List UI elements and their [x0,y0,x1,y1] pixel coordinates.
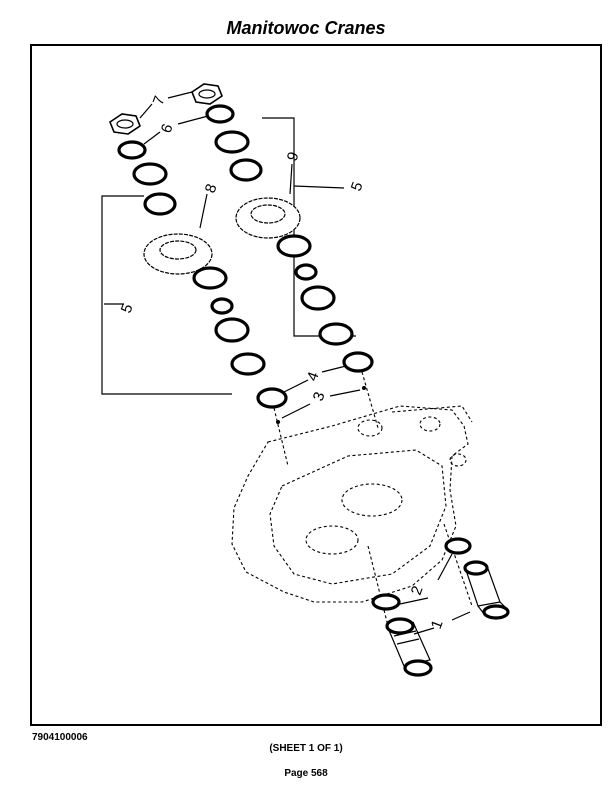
callout-8: 8 [202,182,221,196]
center-line [367,545,389,627]
housing-boss [419,416,441,432]
callout-3: 3 [310,390,329,404]
nut-bore [116,119,134,129]
bearing-cone [230,352,266,376]
spacer-ring [192,266,228,290]
callout-5-left: 5 [118,302,137,316]
leader-line [139,103,153,119]
bearing-cup [300,285,336,311]
leader-line [451,611,471,621]
o-ring-left [371,593,401,611]
washer-right [205,104,235,124]
gear-hub [250,204,286,224]
leader-line [293,185,345,189]
seal-right [342,351,374,373]
leader-line [143,131,161,145]
leader-line [199,193,208,229]
o-ring-right [444,537,472,555]
leader-line [281,403,311,419]
gear-hub [159,240,197,260]
callout-6: 6 [158,122,177,136]
part-number: 7904100006 [32,732,88,743]
callout-7: 7 [150,94,169,108]
dowel-pin [362,386,366,390]
bearing-cone [214,130,250,154]
seal-left [256,387,288,409]
spacer [294,263,318,281]
spacer-ring [276,234,312,258]
center-line [443,523,473,607]
housing-inner-rim [269,449,447,585]
housing-boss [449,453,467,467]
bearing-cup [143,192,177,216]
bearing-cup [214,317,250,343]
shaft-left [385,617,433,677]
shaft-right [463,560,510,620]
bearing-cone [318,322,354,346]
nut-bore [198,89,216,99]
leader-line [399,597,429,605]
bearing-cup [229,158,263,182]
spacer [210,297,234,315]
callout-2: 2 [408,584,427,598]
leader-line [283,379,309,393]
gear-housing [231,405,469,603]
page-number: Page 568 [284,768,328,779]
housing-bore [341,483,403,517]
exploded-parts-diagram: 1 2 3 4 5 5 6 7 8 9 [101,83,510,677]
leader-line [167,91,193,99]
hex-nut-left [109,113,141,135]
leader-line [329,389,361,397]
leader-line [289,163,293,195]
group-bracket-left [101,195,232,395]
leader-line [177,115,209,125]
diagram-frame: 1 2 3 4 5 5 6 7 8 9 [30,44,602,726]
center-line [273,407,289,467]
housing-bore [305,525,359,555]
bearing-cone [132,162,168,186]
leader-line [413,627,435,635]
callout-5-right: 5 [348,180,367,194]
sheet-label: (SHEET 1 OF 1) [269,743,343,754]
callout-9: 9 [284,150,303,164]
housing-flange [391,405,473,423]
washer-left [117,140,147,160]
housing-boss [357,419,383,437]
leader-line [321,365,347,373]
hex-nut-right [191,83,223,105]
leader-line [437,553,453,581]
page-title: Manitowoc Cranes [226,18,386,38]
center-line [361,371,379,429]
